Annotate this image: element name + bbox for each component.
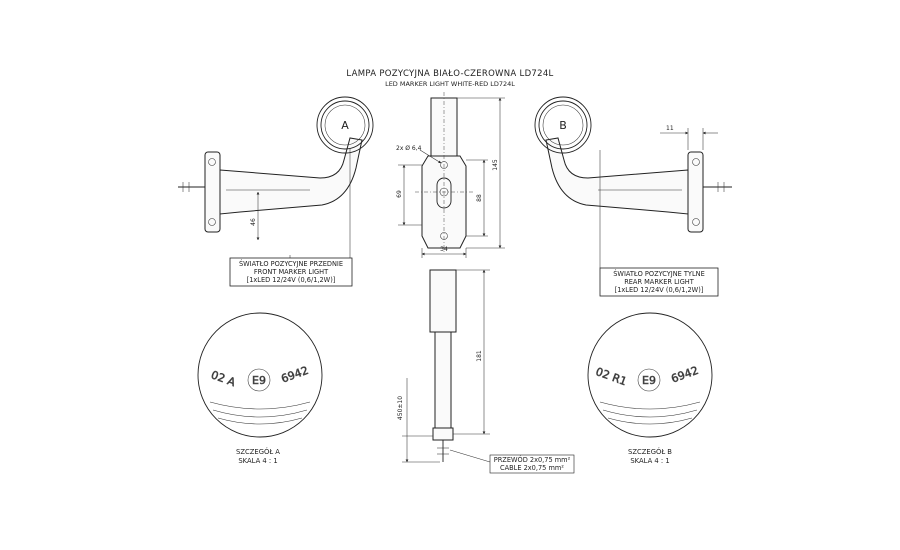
cable-label: PRZEWÓD 2x0,75 mm² CABLE 2x0,75 mm² xyxy=(489,454,575,474)
detail-a-scale: SKALA 4 : 1 xyxy=(238,457,277,465)
dim-hole: 2x Ø 6,4 xyxy=(396,145,422,152)
drawing-subtitle: LED MARKER LIGHT WHITE-RED LD724L xyxy=(385,80,515,88)
rear-light-label: ŚWIATŁO POZYCYJNE TYLNE REAR MARKER LIGH… xyxy=(599,267,719,297)
front-letter: A xyxy=(341,119,349,132)
detail-b-emboss-left: 02 R1 xyxy=(594,365,629,388)
front-light-view: A 46 xyxy=(178,96,374,258)
dim-88: 88 xyxy=(476,194,483,202)
detail-b-scale: SKALA 4 : 1 xyxy=(630,457,669,465)
center-side-view: 181 450±10 xyxy=(397,269,491,463)
detail-a-emboss-left: 02 A xyxy=(209,368,237,389)
rear-label-en: REAR MARKER LIGHT xyxy=(624,278,695,286)
detail-a: 02 A E9 6942 SZCZEGÓŁ A SKALA 4 : 1 xyxy=(197,312,323,465)
rear-label-spec: [1xLED 12/24V (0,6/1,2W)] xyxy=(615,286,704,294)
rear-label-pl: ŚWIATŁO POZYCYJNE TYLNE xyxy=(613,269,705,278)
dim-34: 34 xyxy=(440,246,448,253)
front-label-spec: [1xLED 12/24V (0,6/1,2W)] xyxy=(247,276,336,284)
rear-light-view: B 11 xyxy=(534,96,732,268)
dim-145: 145 xyxy=(492,159,499,171)
cable-label-en: CABLE 2x0,75 mm² xyxy=(500,464,564,472)
dim-69: 69 xyxy=(396,190,403,198)
detail-a-title: SZCZEGÓŁ A xyxy=(236,447,280,456)
front-light-label: ŚWIATŁO POZYCYJNE PRZEDNIE FRONT MARKER … xyxy=(229,257,353,287)
dim-46: 46 xyxy=(250,218,257,226)
detail-b-emboss-right: 6942 xyxy=(669,364,700,386)
detail-a-emboss-mark: E9 xyxy=(252,374,266,387)
center-front-view: 2x Ø 6,4 145 88 69 34 xyxy=(396,92,505,258)
detail-a-emboss-right: 6942 xyxy=(279,364,310,386)
detail-b: 02 R1 E9 6942 SZCZEGÓŁ B SKALA 4 : 1 xyxy=(587,312,713,465)
dim-11: 11 xyxy=(666,125,674,132)
rear-letter: B xyxy=(559,119,567,132)
cable-label-pl: PRZEWÓD 2x0,75 mm² xyxy=(494,455,571,464)
detail-b-title: SZCZEGÓŁ B xyxy=(628,447,672,456)
detail-b-emboss-mark: E9 xyxy=(642,374,656,387)
drawing-title: LAMPA POZYCYJNA BIAŁO-CZEROWNA LD724L xyxy=(346,69,553,79)
front-label-en: FRONT MARKER LIGHT xyxy=(254,268,329,276)
dim-181: 181 xyxy=(476,350,483,362)
front-label-pl: ŚWIATŁO POZYCYJNE PRZEDNIE xyxy=(239,259,343,268)
dim-450: 450±10 xyxy=(397,396,404,420)
